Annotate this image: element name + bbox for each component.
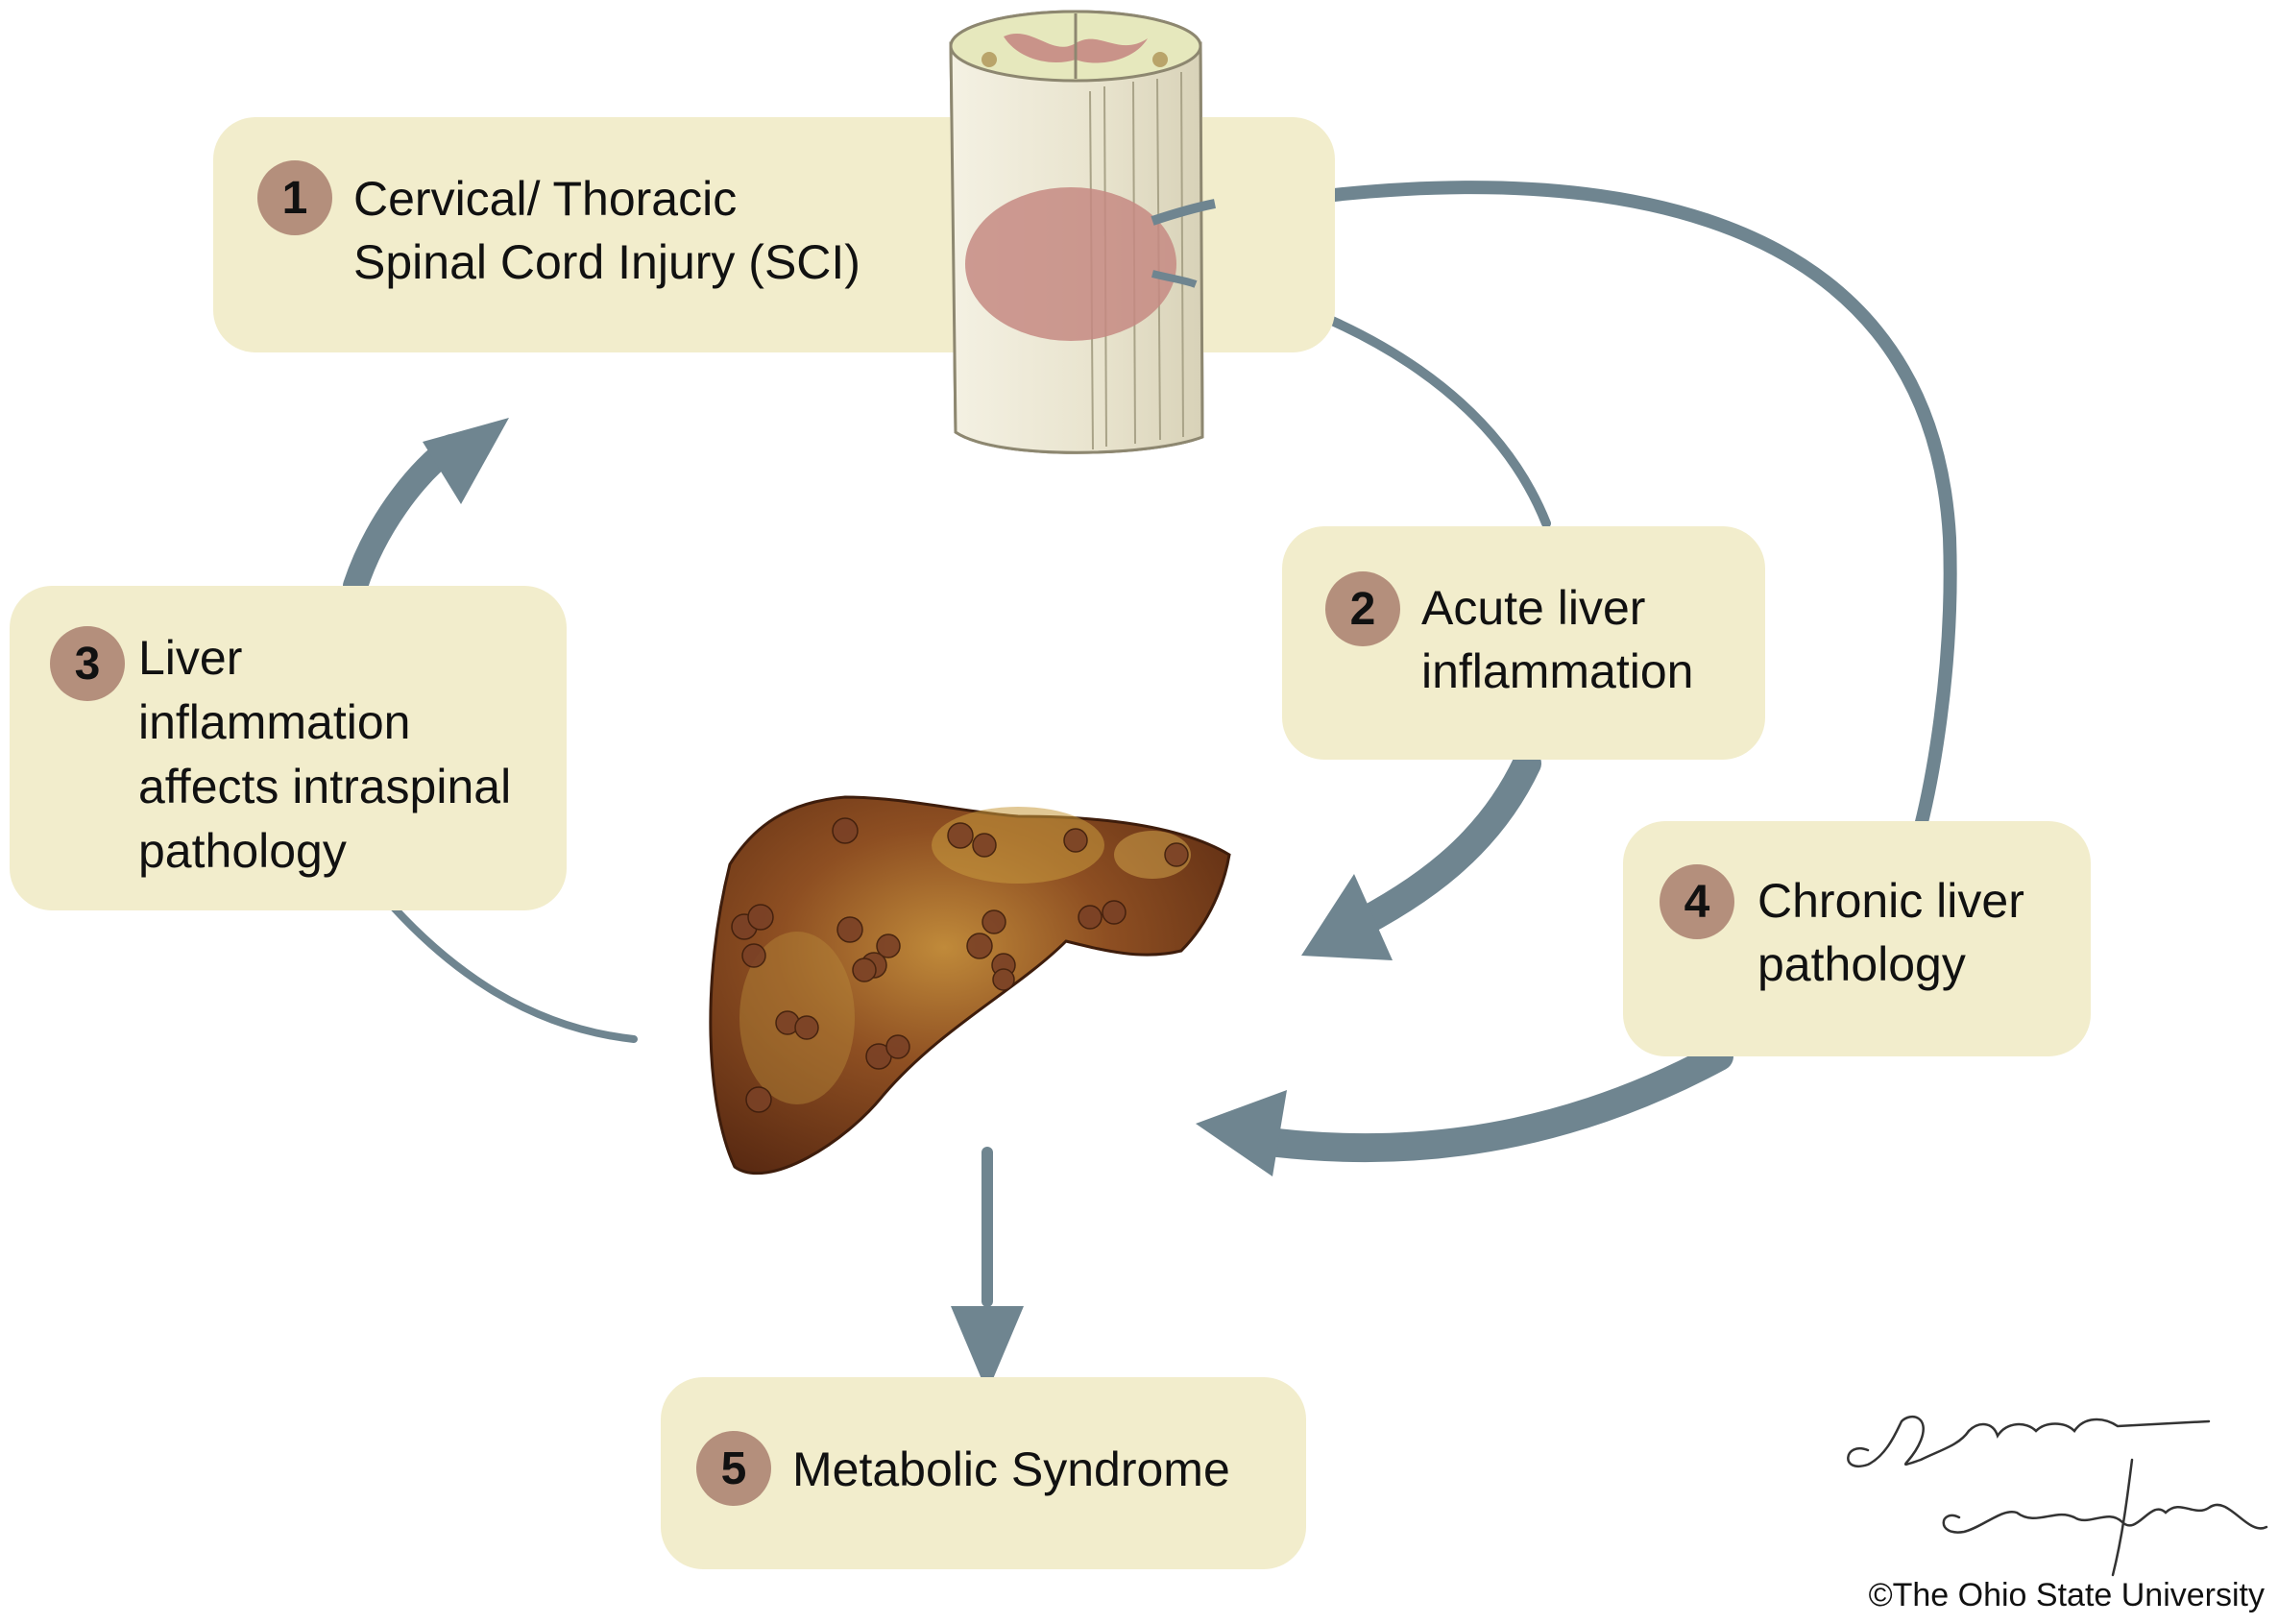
liver-illustration [709, 795, 1231, 1176]
artist-signature [1847, 1416, 2268, 1577]
step-4-number: 4 [1660, 864, 1734, 939]
step-2-label: Acute liver inflammation [1421, 581, 1694, 698]
copyright-text: ©The Ohio State University [1868, 1577, 2265, 1613]
step-2-number: 2 [1325, 571, 1400, 646]
arrowhead-chronic-to-liver [1196, 1090, 1287, 1176]
cycle-arrows [343, 181, 1957, 1307]
arrowhead-liver-to-metabolic [951, 1306, 1024, 1393]
step-1-label: Cervical/ Thoracic Spinal Cord Injury (S… [353, 172, 860, 289]
step-4-label: Chronic liver pathology [1757, 874, 2024, 991]
arrow-sci-to-chronic [1184, 181, 1957, 833]
arrow-hepatic-to-sci [343, 434, 464, 598]
arrow-chronic-to-liver [1263, 1042, 1733, 1163]
step-5-number: 5 [696, 1431, 771, 1506]
arrow-heads [423, 418, 1393, 1393]
step-3-number: 3 [50, 626, 125, 701]
step-1-number: 1 [257, 160, 332, 235]
step-3-label: Liver inflammation affects intraspinal p… [138, 631, 512, 878]
arrow-liver-to-hepatic [390, 904, 638, 1043]
arrowhead-hepatic-to-sci [423, 418, 509, 504]
arrowhead-acute-to-liver [1301, 874, 1393, 960]
arrow-acute-to-liver [1330, 749, 1541, 946]
step-5-label: Metabolic Syndrome [792, 1442, 1230, 1496]
